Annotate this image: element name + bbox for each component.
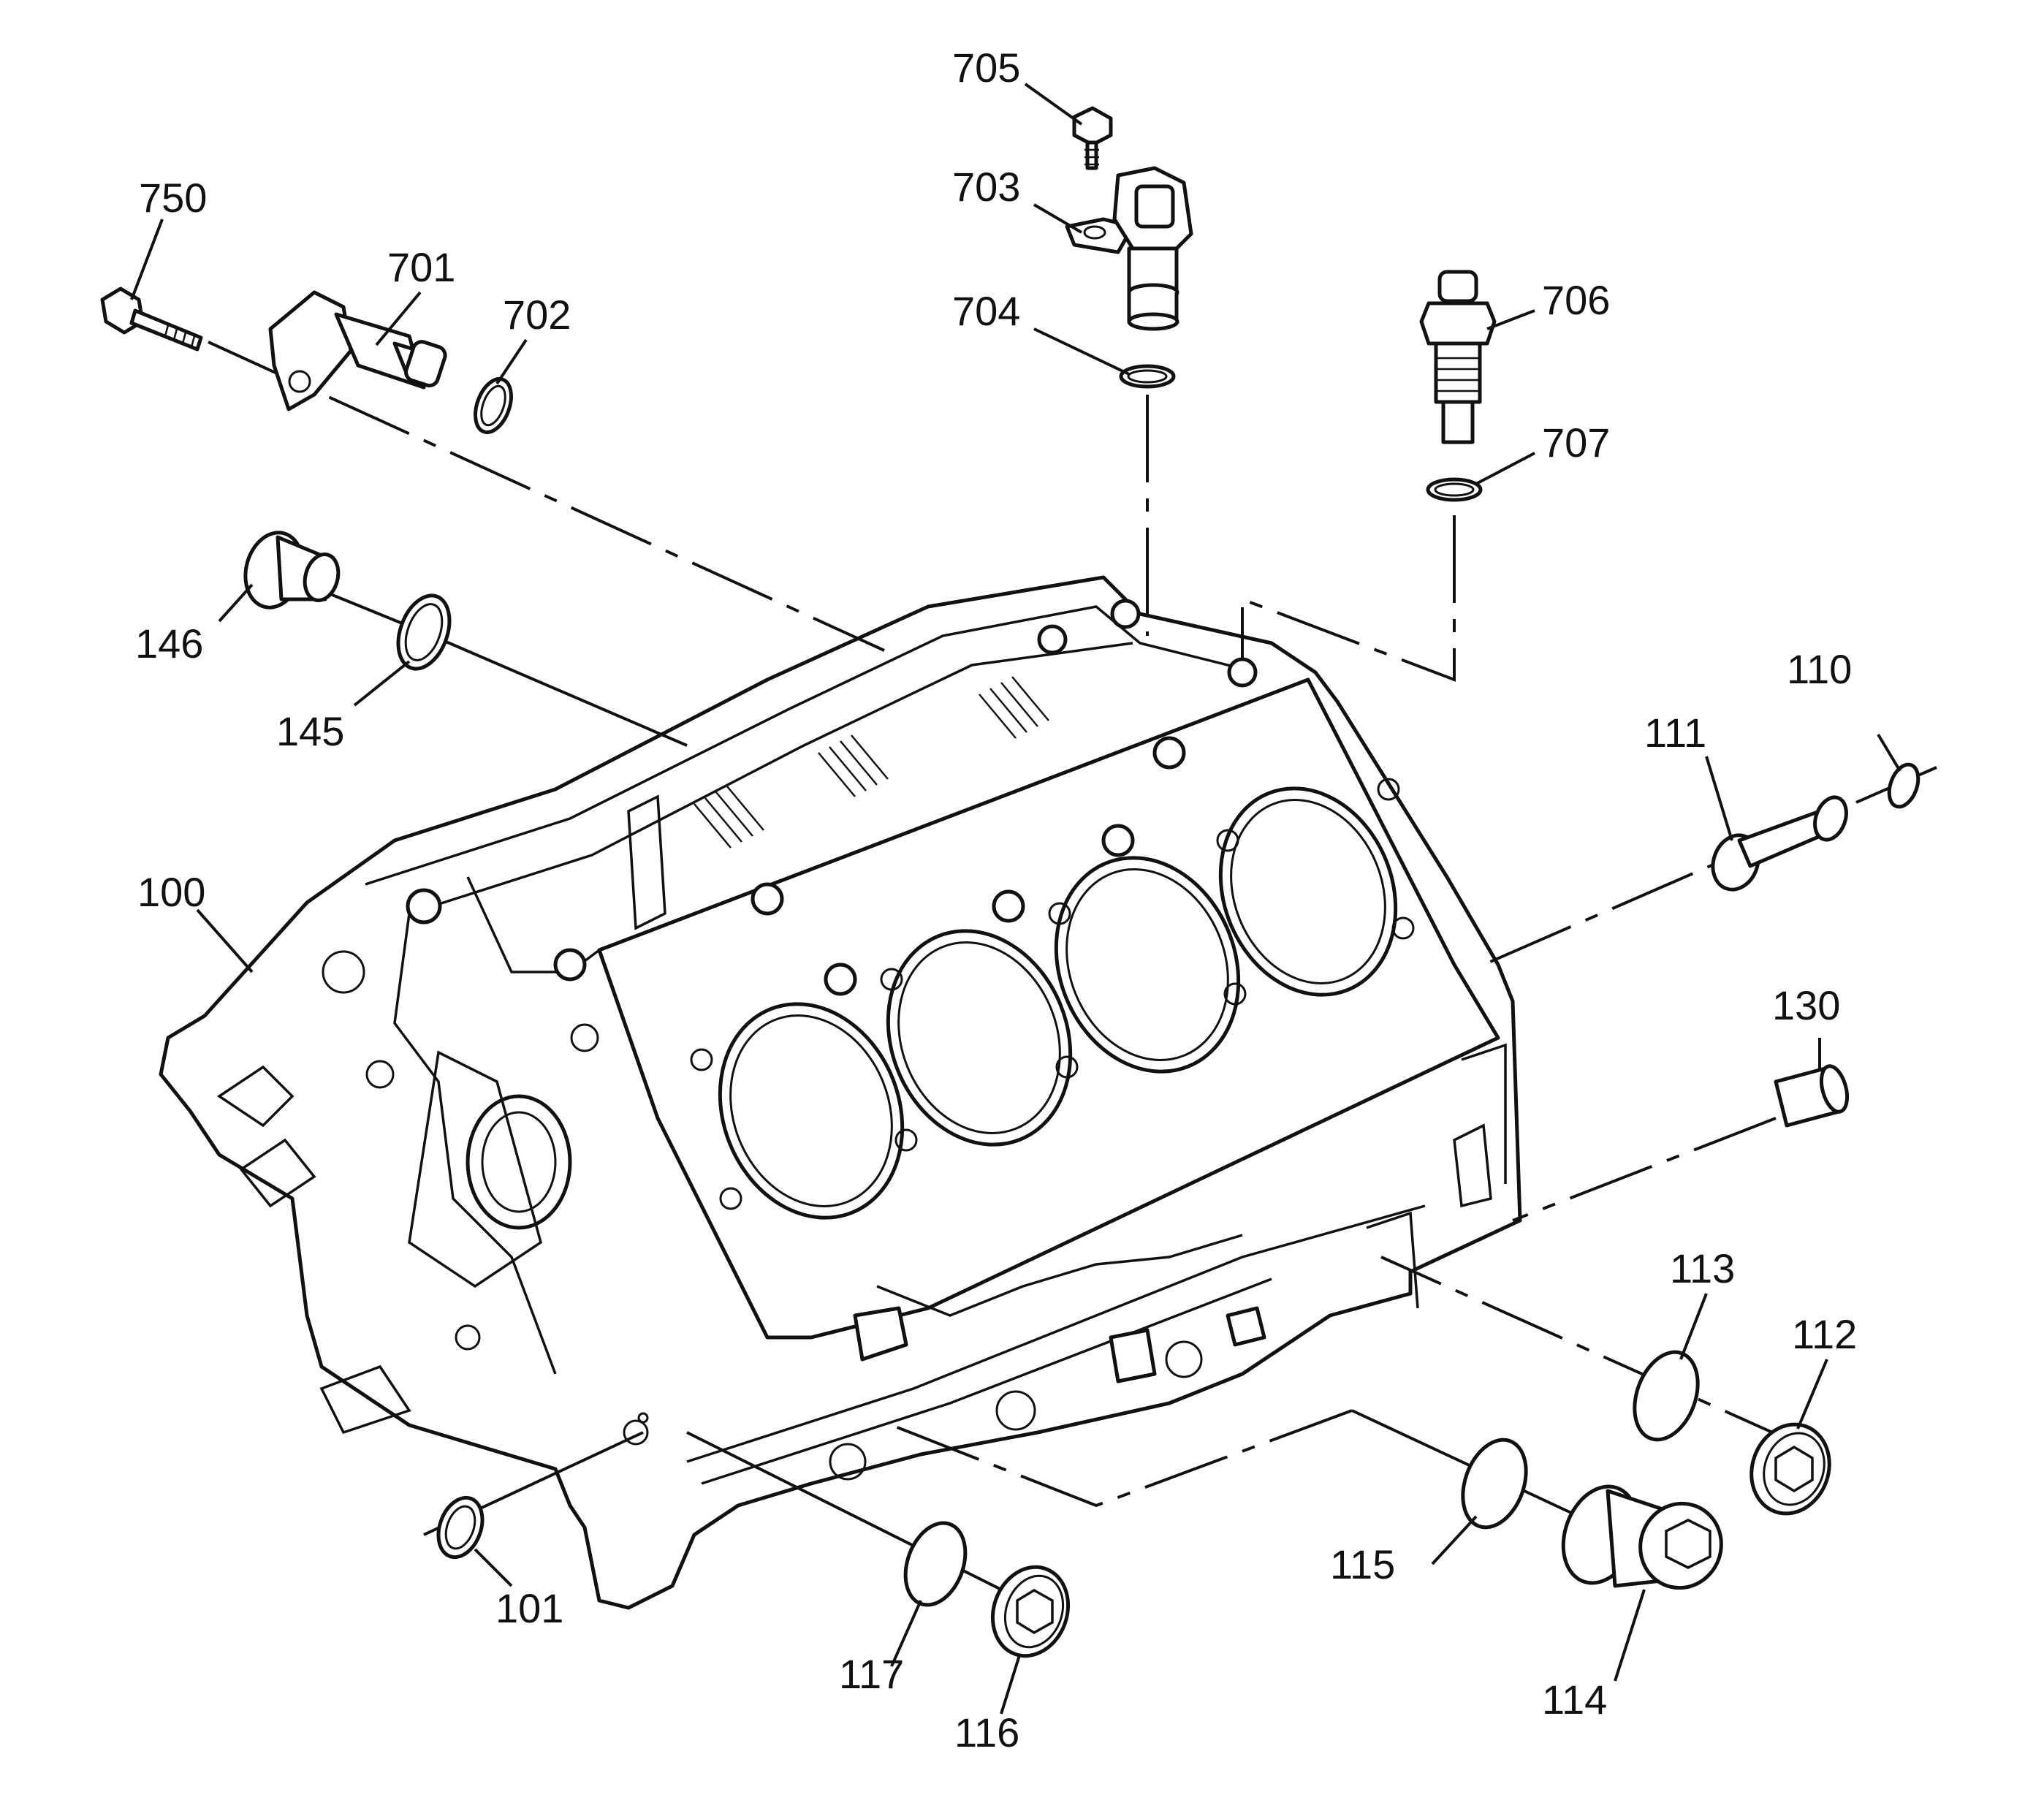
callout-703: 703 bbox=[952, 164, 1020, 210]
callout-750: 750 bbox=[139, 175, 207, 221]
pin-111 bbox=[1711, 795, 1848, 892]
callout-labels: 705 703 704 750 701 702 706 707 146 145 … bbox=[135, 45, 1857, 1755]
callout-701: 701 bbox=[387, 244, 455, 290]
callout-704: 704 bbox=[952, 288, 1020, 334]
callout-145: 145 bbox=[276, 708, 344, 754]
callout-130: 130 bbox=[1772, 982, 1840, 1028]
bracket-703 bbox=[1065, 217, 1135, 254]
plug-112 bbox=[1749, 1422, 1831, 1516]
rear-face-detail bbox=[216, 950, 649, 1446]
retaining-ring-110 bbox=[1887, 762, 1920, 809]
callout-116: 116 bbox=[954, 1709, 1019, 1755]
valley-bosses bbox=[406, 599, 1258, 996]
callout-112: 112 bbox=[1792, 1311, 1857, 1357]
engine-block bbox=[159, 575, 1522, 1610]
o-ring-704 bbox=[1119, 364, 1176, 389]
callout-110: 110 bbox=[1787, 646, 1852, 692]
callout-113: 113 bbox=[1670, 1245, 1735, 1291]
crankcase-skirt bbox=[686, 1043, 1507, 1485]
seal-145 bbox=[396, 593, 452, 671]
callout-101: 101 bbox=[495, 1585, 563, 1631]
plug-116 bbox=[990, 1565, 1071, 1658]
callout-706: 706 bbox=[1542, 277, 1610, 323]
callout-117: 117 bbox=[839, 1651, 904, 1697]
callout-707: 707 bbox=[1542, 419, 1610, 466]
callout-111: 111 bbox=[1644, 710, 1706, 756]
crankshaft-position-sensor-701 bbox=[268, 290, 447, 411]
callout-114: 114 bbox=[1542, 1677, 1607, 1723]
callout-115: 115 bbox=[1330, 1541, 1395, 1587]
callout-705: 705 bbox=[952, 45, 1020, 91]
cylinder-bores bbox=[718, 786, 1398, 1220]
plug-146 bbox=[243, 531, 341, 610]
o-ring-113 bbox=[1633, 1350, 1700, 1442]
callout-146: 146 bbox=[135, 620, 203, 667]
callout-702: 702 bbox=[503, 292, 571, 338]
bolt-705 bbox=[1072, 106, 1113, 170]
o-ring-115 bbox=[1461, 1438, 1528, 1530]
sensor-706 bbox=[1419, 270, 1497, 444]
plug-114 bbox=[1561, 1484, 1723, 1590]
o-ring-707 bbox=[1426, 477, 1483, 502]
callout-100: 100 bbox=[137, 869, 205, 915]
bolt-750 bbox=[100, 286, 203, 352]
deck-bolt-holes bbox=[690, 778, 1415, 1210]
o-ring-702 bbox=[474, 377, 513, 434]
leader-lines bbox=[130, 83, 1901, 1715]
camshaft-position-sensor bbox=[1112, 166, 1193, 331]
dowel-130 bbox=[1774, 1064, 1850, 1128]
seal-101 bbox=[436, 1495, 485, 1560]
o-ring-117 bbox=[903, 1521, 968, 1607]
lifter-valley-ribs bbox=[627, 676, 1049, 930]
